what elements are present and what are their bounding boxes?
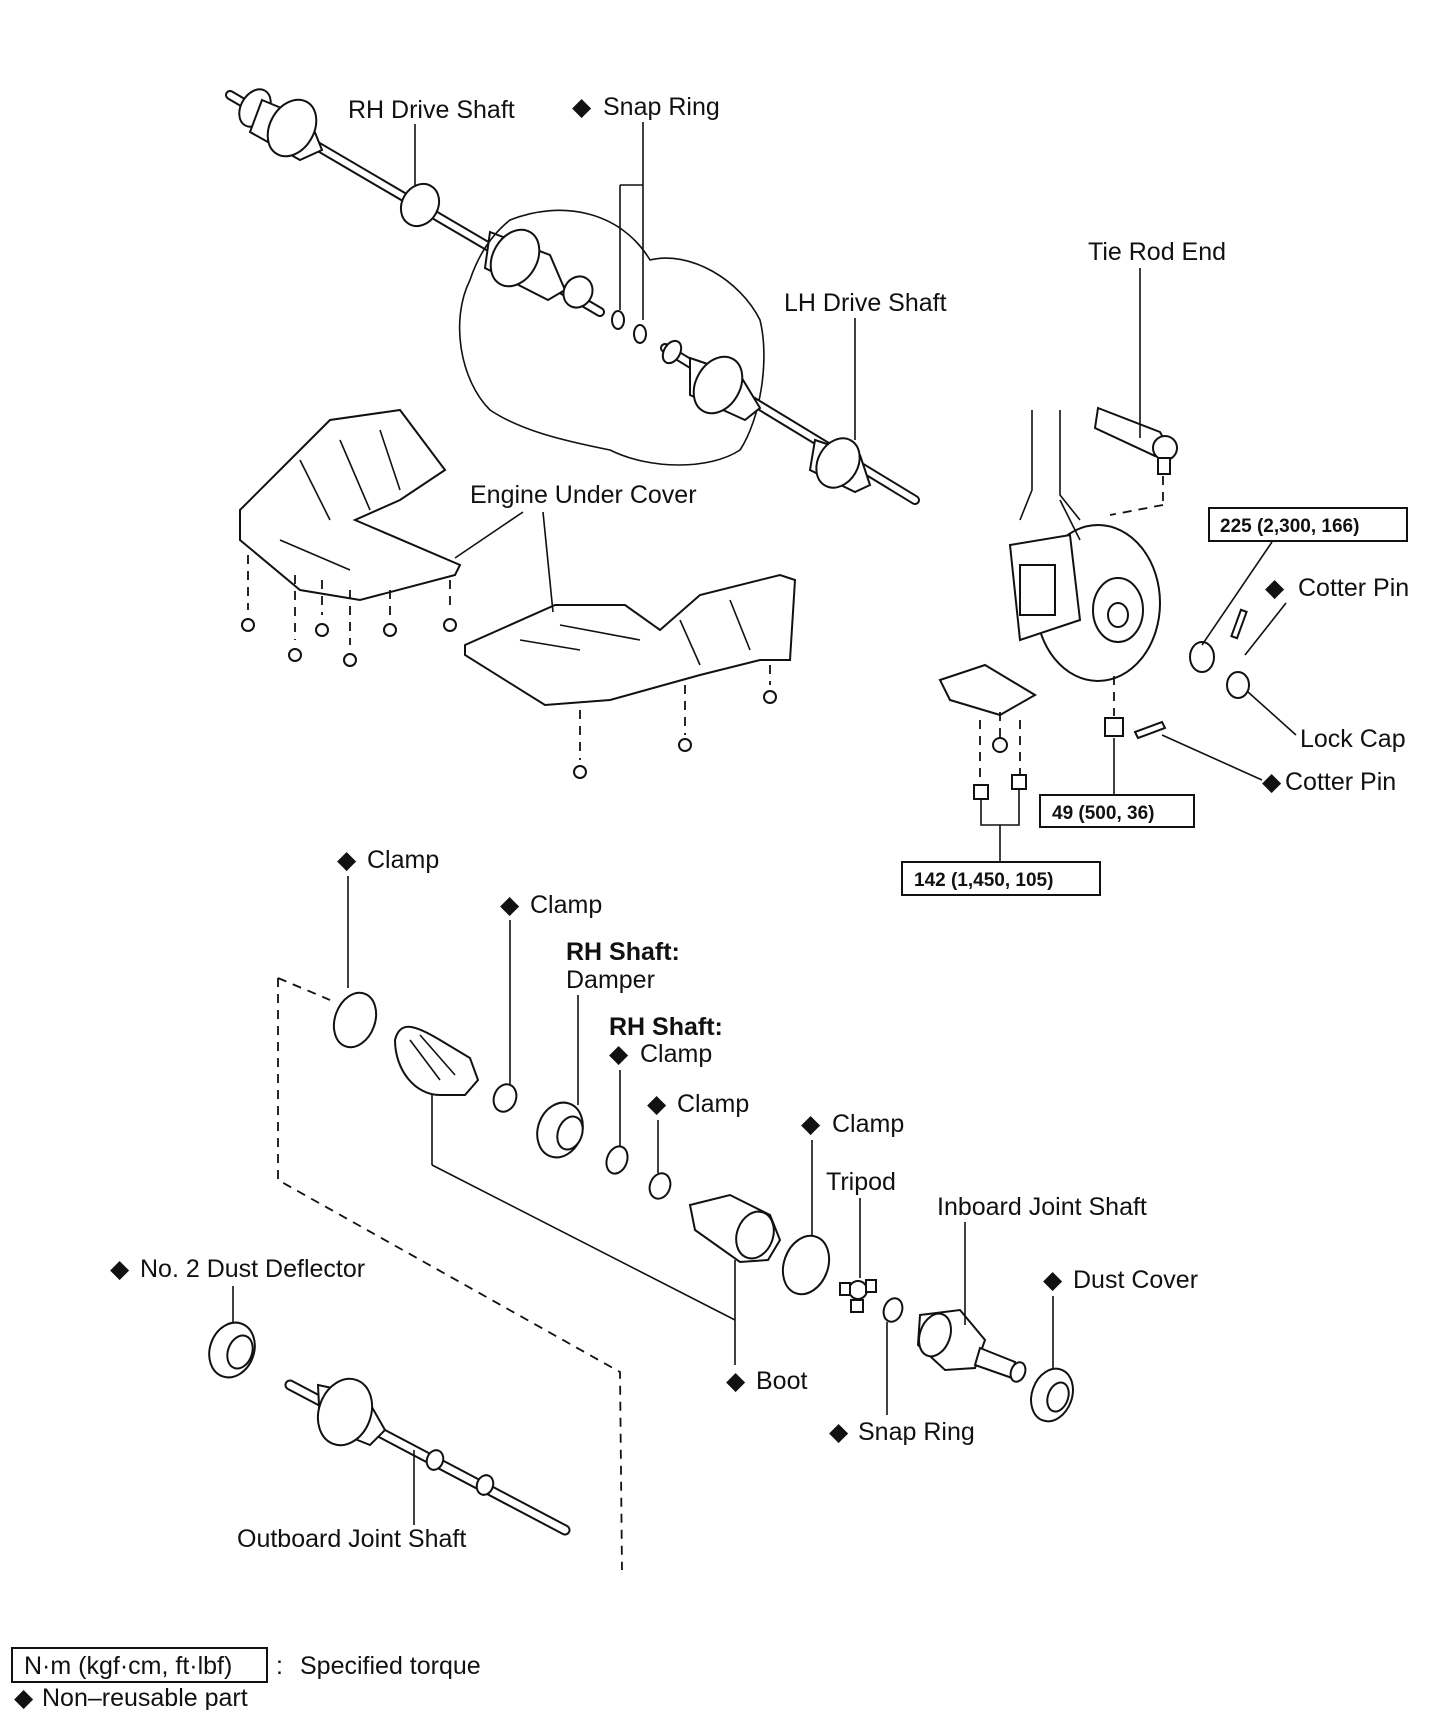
- damper-label: Damper: [566, 966, 655, 994]
- legend-diamond: ◆: [14, 1684, 34, 1710]
- cotter-pin-1-label: Cotter Pin: [1298, 574, 1409, 602]
- snap-ring-bottom-label: Snap Ring: [858, 1418, 975, 1446]
- tie-rod-end-label: Tie Rod End: [1088, 238, 1226, 266]
- torque-box-142: [901, 861, 1101, 896]
- legend-colon: :: [276, 1652, 283, 1680]
- tripod-label: Tripod: [826, 1168, 896, 1196]
- rh-shaft-1-label: RH Shaft:: [566, 938, 680, 966]
- snap-ring-top-label: Snap Ring: [603, 93, 720, 121]
- clamp-5-label: Clamp: [832, 1110, 904, 1138]
- lower-arm-drawing: [938, 663, 1037, 800]
- snap-ring-bottom-part: [882, 1297, 904, 1323]
- no2-dust-deflector-diamond: ◆: [110, 1255, 130, 1283]
- clamp-2-label: Clamp: [530, 891, 602, 919]
- engine-under-cover-left-drawing: [239, 408, 462, 667]
- cotter-pin-1-diamond: ◆: [1265, 574, 1285, 602]
- tie-rod-end-drawing: [1093, 406, 1178, 475]
- engine-under-cover-right-drawing: [464, 573, 797, 779]
- inboard-joint-shaft-label: Inboard Joint Shaft: [937, 1193, 1147, 1221]
- lh-drive-shaft-drawing: [660, 339, 920, 505]
- snap-ring-bottom-diamond: ◆: [829, 1418, 849, 1446]
- rh-shaft-2-label: RH Shaft:: [609, 1013, 723, 1041]
- clamp-5-diamond: ◆: [801, 1110, 821, 1138]
- clamp-4-part: [648, 1172, 672, 1200]
- outboard-assembly-boundary: [277, 978, 623, 1571]
- dust-cover-label: Dust Cover: [1073, 1266, 1198, 1294]
- legend-unit-text: N·m (kgf·cm, ft·lbf): [24, 1652, 232, 1680]
- torque-box-49: [1039, 794, 1195, 828]
- clamp-1-diamond: ◆: [337, 846, 357, 874]
- clamp-1-label: Clamp: [367, 846, 439, 874]
- tripod-part: [839, 1279, 877, 1313]
- rh-drive-shaft-drawing: [225, 88, 605, 317]
- rh-drive-shaft-label: RH Drive Shaft: [348, 96, 515, 124]
- torque-225: 225 (2,300, 166): [1220, 516, 1359, 537]
- torque-box-225: [1208, 507, 1408, 542]
- legend-unit-box: [11, 1647, 268, 1683]
- cotter-pin-2-diamond: ◆: [1262, 768, 1282, 796]
- boot-diamond: ◆: [726, 1367, 746, 1395]
- snap-ring-top-diamond: ◆: [572, 93, 592, 121]
- hub-nut-drawing: [1104, 608, 1250, 740]
- legend-specified-torque: Specified torque: [300, 1652, 481, 1680]
- boot-label: Boot: [756, 1367, 807, 1395]
- clamp-2-part: [492, 1083, 518, 1113]
- clamp-4-diamond: ◆: [647, 1090, 667, 1118]
- cotter-pin-2-label: Cotter Pin: [1285, 768, 1396, 796]
- lh-drive-shaft-label: LH Drive Shaft: [784, 289, 947, 317]
- clamp-2-diamond: ◆: [500, 891, 520, 919]
- no2-dust-deflector-label: No. 2 Dust Deflector: [140, 1255, 365, 1283]
- inboard-joint-shaft-part: [916, 1308, 1027, 1383]
- snap-ring-top-a: [611, 310, 625, 330]
- outer-boot-part: [393, 1025, 480, 1096]
- lock-cap-label: Lock Cap: [1300, 725, 1406, 753]
- clamp-1-part: [332, 991, 378, 1049]
- snap-ring-top-b: [633, 324, 647, 344]
- clamp-5-part: [781, 1234, 831, 1296]
- outboard-joint-shaft-part: [284, 1377, 571, 1536]
- clamp-4-label: Clamp: [677, 1090, 749, 1118]
- legend-non-reusable: Non–reusable part: [42, 1684, 248, 1710]
- torque-49: 49 (500, 36): [1052, 803, 1154, 824]
- clamp-3-part: [605, 1145, 629, 1175]
- torque-142: 142 (1,450, 105): [914, 870, 1053, 891]
- outboard-joint-shaft-label: Outboard Joint Shaft: [237, 1525, 466, 1553]
- dust-cover-diamond: ◆: [1043, 1266, 1063, 1294]
- engine-under-cover-label: Engine Under Cover: [470, 481, 697, 509]
- clamp-3-label: Clamp: [640, 1040, 712, 1068]
- clamp-3-diamond: ◆: [609, 1040, 629, 1068]
- engine-area-outline: [458, 209, 765, 466]
- steering-knuckle-hub-drawing: [1008, 410, 1161, 682]
